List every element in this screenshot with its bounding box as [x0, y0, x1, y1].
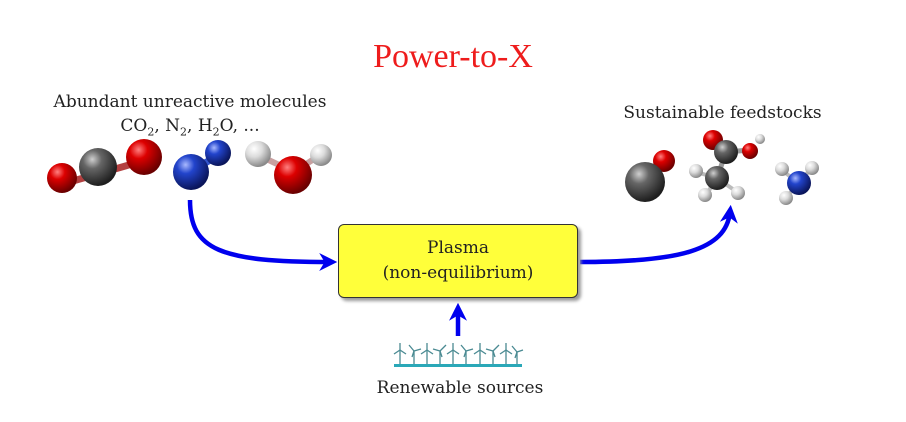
plasma-subtitle: (non-equilibrium) [382, 263, 534, 283]
reactants-label: Abundant unreactive molecules CO2, N2, H… [20, 90, 360, 144]
renewables-label: Renewable sources [376, 378, 544, 398]
formula-h2o: H2O, ... [197, 116, 260, 139]
page-title: Power-to-X [373, 38, 533, 75]
arrow-molecules-to-plasma [187, 199, 338, 271]
products-label: Sustainable feedstocks [623, 103, 822, 123]
n2-molecule [173, 140, 231, 190]
co-molecule [625, 150, 675, 202]
acetic-acid-molecule [689, 130, 765, 202]
wind-turbines-icon [393, 343, 524, 367]
formula-n2: N2, [165, 116, 198, 139]
h2o-molecule [245, 141, 332, 194]
plasma-title: Plasma [427, 238, 489, 258]
formula-co2: CO2, [120, 116, 166, 139]
arrow-plasma-to-feedstocks [579, 204, 738, 265]
reactants-heading: Abundant unreactive molecules [53, 92, 327, 112]
co2-molecule [47, 139, 162, 193]
plasma-box: Plasma (non-equilibrium) [338, 224, 578, 298]
reactants-formulas: CO2, N2, H2O, ... [20, 114, 360, 144]
ammonia-molecule [775, 161, 819, 205]
